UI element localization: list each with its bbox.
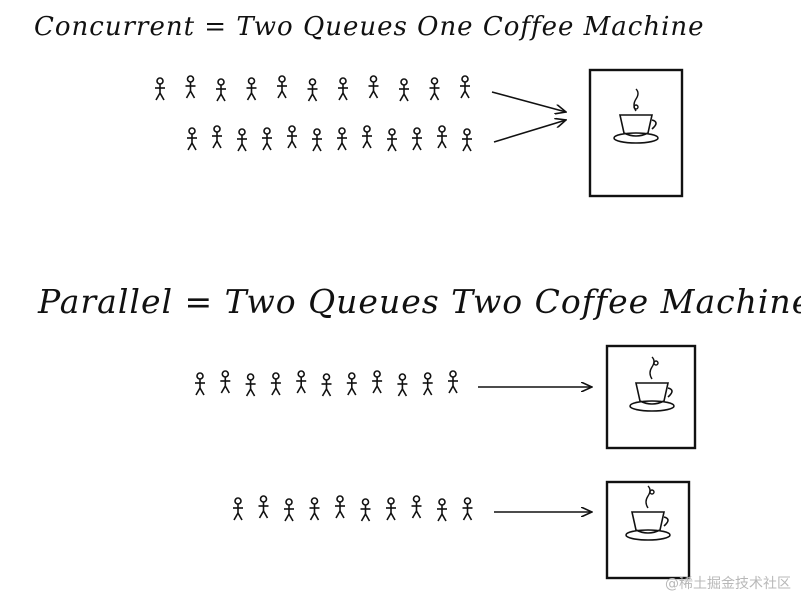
- person-figure: [367, 75, 380, 99]
- person-figure: [334, 495, 346, 519]
- person-figure: [459, 75, 471, 99]
- person-figure: [436, 125, 448, 149]
- person-figure: [257, 495, 270, 519]
- person-figure: [215, 78, 227, 102]
- person-figure: [276, 75, 288, 99]
- person-figure: [306, 78, 319, 102]
- person-figure: [311, 128, 323, 152]
- person-figure: [308, 497, 321, 521]
- person-figure: [211, 125, 223, 149]
- person-figure: [337, 77, 349, 101]
- parallel-queue-2: [232, 495, 474, 522]
- person-figure: [398, 78, 410, 102]
- concurrent-queue-2: [186, 125, 473, 152]
- person-figure: [386, 128, 398, 152]
- coffee-machine-parallel-2: [605, 480, 691, 580]
- person-figure: [359, 498, 372, 522]
- person-figure: [461, 128, 473, 152]
- concurrent-heading: Concurrent = Two Queues One Coffee Machi…: [34, 12, 705, 42]
- concurrent-arrow-1: [491, 91, 566, 112]
- parallel-queue-1: [194, 370, 459, 397]
- person-figure: [286, 125, 298, 149]
- coffee-machine-concurrent: [588, 68, 684, 198]
- person-figure: [410, 495, 423, 519]
- person-figure: [232, 497, 244, 521]
- coffee-machine-parallel-1: [605, 344, 697, 450]
- coffee-cup-icon: [613, 88, 659, 144]
- concurrent-arrow-2: [493, 120, 566, 143]
- person-figure: [336, 127, 348, 151]
- person-figure: [428, 77, 441, 101]
- person-figure: [154, 77, 166, 101]
- person-figure: [194, 372, 206, 396]
- person-figure: [411, 127, 423, 151]
- person-figure: [261, 127, 273, 151]
- person-figure: [283, 498, 295, 522]
- concurrent-queue-1: [154, 75, 471, 102]
- parallel-heading: Parallel = Two Queues Two Coffee Machine…: [38, 282, 801, 321]
- person-figure: [461, 497, 474, 521]
- person-figure: [371, 370, 383, 394]
- person-figure: [270, 372, 282, 396]
- person-figure: [186, 127, 198, 151]
- person-figure: [385, 497, 397, 521]
- person-figure: [421, 372, 434, 396]
- person-figure: [447, 370, 459, 394]
- coffee-cup-icon: [629, 356, 675, 412]
- person-figure: [436, 498, 448, 522]
- person-figure: [244, 373, 257, 397]
- coffee-cup-icon: [625, 485, 671, 541]
- watermark: @稀土掘金技术社区: [665, 576, 791, 592]
- person-figure: [396, 373, 409, 397]
- person-figure: [320, 373, 333, 397]
- person-figure: [295, 370, 308, 394]
- person-figure: [184, 75, 197, 99]
- person-figure: [236, 128, 248, 152]
- person-figure: [245, 77, 258, 101]
- person-figure: [361, 125, 373, 149]
- person-figure: [345, 372, 358, 396]
- person-figure: [219, 370, 232, 394]
